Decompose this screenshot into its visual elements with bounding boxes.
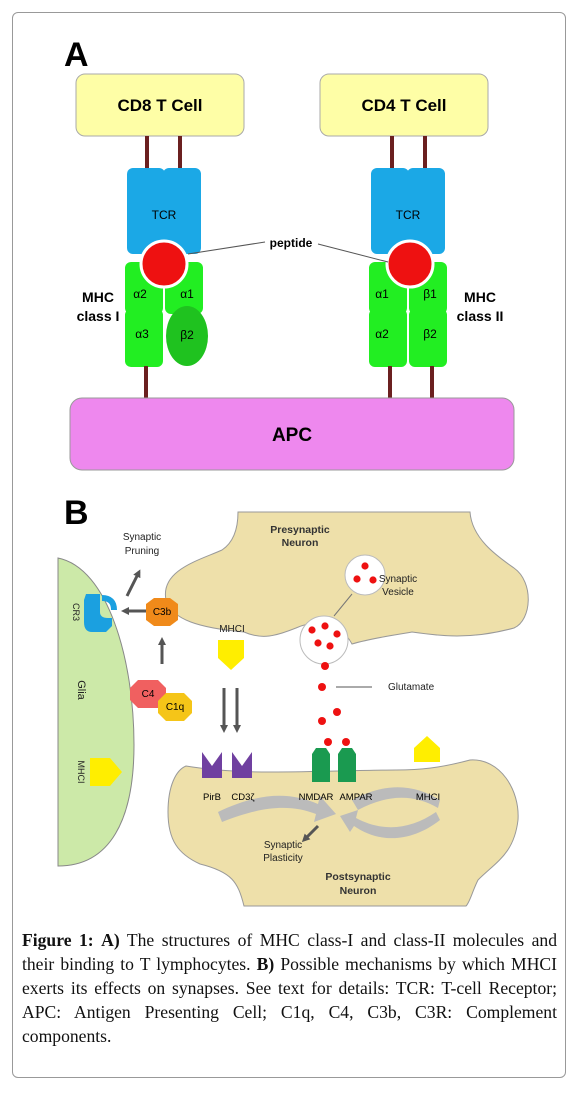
- cd8-t-cell: [75, 73, 245, 137]
- mhc2-beta1: β1: [423, 287, 437, 301]
- glia-label: Glia: [75, 680, 87, 700]
- pruning-label-1: Synaptic: [123, 532, 161, 543]
- c1q-label: C1q: [166, 702, 184, 713]
- pruning-arrow: [125, 569, 141, 597]
- caption-figure-label: Figure 1:: [22, 930, 94, 950]
- panel-b-label: B: [64, 494, 89, 532]
- cr3-receptor: [84, 594, 112, 632]
- peptide-pointer-right: [317, 243, 389, 263]
- peptide-right: [385, 239, 435, 289]
- nmdar-receptor: [312, 748, 330, 782]
- mhc1-alpha2: α2: [133, 287, 147, 301]
- caption-a-text: The structures of MHC class-I and class-…: [22, 930, 557, 974]
- tcr-stalks: [145, 136, 427, 172]
- glia-cell: [57, 557, 135, 867]
- cd4-t-cell-label: CD4 T Cell: [361, 96, 446, 115]
- glutamate-label: Glutamate: [388, 682, 435, 693]
- c3b-complement: [146, 598, 178, 626]
- peptide-pointer-left: [187, 241, 266, 255]
- released-glutamate: [318, 662, 350, 746]
- mhc2-beta2: β2: [423, 327, 437, 341]
- ampar-receptor: [338, 748, 356, 782]
- postsynaptic-label-2: Neuron: [340, 885, 377, 897]
- caption-b-label: B): [256, 954, 275, 974]
- pirb-receptor: [202, 752, 222, 778]
- c3b-label: C3b: [153, 607, 172, 618]
- cd3z-label: CD3ζ: [231, 792, 255, 803]
- signalling-arrows: [218, 787, 440, 839]
- plasticity-label-2: Plasticity: [263, 853, 302, 864]
- pruning-label-2: Pruning: [125, 546, 159, 557]
- vesicle-label-2: Vesicle: [382, 587, 414, 598]
- mhc1-alpha1: α1: [180, 287, 194, 301]
- peptide-label: peptide: [270, 236, 313, 250]
- mhc-class-i: α2 α1 α3 β2: [125, 262, 208, 367]
- mhc2-alpha1: α1: [375, 287, 389, 301]
- mhc1-beta2: β2: [180, 328, 194, 342]
- mhci-glia-label: MHCI: [76, 761, 86, 784]
- vesicle-glutamate: [353, 562, 377, 584]
- plasticity-label-1: Synaptic: [264, 840, 302, 851]
- apc-label: APC: [272, 425, 312, 446]
- tcr-left: TCR: [127, 168, 201, 254]
- mhc2-alpha2: α2: [375, 327, 389, 341]
- tcr-right-label: TCR: [396, 208, 421, 222]
- c1q-complement: [158, 693, 192, 721]
- mhc1-label-line2: class I: [77, 308, 120, 324]
- vesicle-label-1: Synaptic: [379, 574, 417, 585]
- cr3-label: CR3: [71, 603, 81, 621]
- peptide-left: [139, 239, 189, 289]
- mhci-postsynaptic: [414, 736, 440, 762]
- mhc1-label-line1: MHC: [82, 289, 114, 305]
- caption-a-label: A): [101, 930, 120, 950]
- mhc-stalks: [144, 366, 434, 400]
- synaptic-vesicle: [344, 554, 386, 596]
- mhci-glia: [90, 758, 122, 786]
- tcr-right: TCR: [371, 168, 445, 254]
- ampar-label: AMPAR: [339, 792, 372, 803]
- mhci-presynaptic: [218, 640, 244, 670]
- panel-a-label: A: [64, 36, 89, 74]
- c4-complement: [130, 680, 166, 708]
- c4-label: C4: [142, 689, 155, 700]
- mhci-post-label: MHCI: [416, 792, 440, 803]
- postsynaptic-label-1: Postsynaptic: [325, 871, 391, 883]
- mhc2-label-line1: MHC: [464, 289, 496, 305]
- apc-cell: [69, 397, 515, 471]
- figure-caption: Figure 1: A) The structures of MHC class…: [22, 928, 557, 1048]
- mhci-pre-label: MHCI: [219, 624, 245, 635]
- mhc1-alpha3: α3: [135, 327, 149, 341]
- presynaptic-label-1: Presynaptic: [270, 524, 330, 536]
- tcr-left-label: TCR: [152, 208, 177, 222]
- figure-diagram: A CD8 T Cell CD4 T Cell TCR TCR α2 α1 α3…: [57, 36, 529, 907]
- pirb-label: PirB: [203, 792, 221, 803]
- caption-b-text: Possible mechanisms by which MHCI exerts…: [22, 954, 557, 1046]
- figure-frame: [12, 12, 566, 1078]
- mhc-class-ii: α1 β1 α2 β2: [369, 262, 447, 367]
- docked-glutamate: [308, 622, 341, 650]
- vesicle-pointer: [333, 593, 353, 617]
- nmdar-label: NMDAR: [299, 792, 334, 803]
- cd3z-receptor: [232, 752, 252, 778]
- cd8-t-cell-label: CD8 T Cell: [117, 96, 202, 115]
- presynaptic-label-2: Neuron: [282, 537, 319, 549]
- cr3-receptor-arm: [101, 595, 117, 611]
- mhc2-label-line2: class II: [457, 308, 504, 324]
- plasticity-arrow: [301, 824, 320, 843]
- cd4-t-cell: [319, 73, 489, 137]
